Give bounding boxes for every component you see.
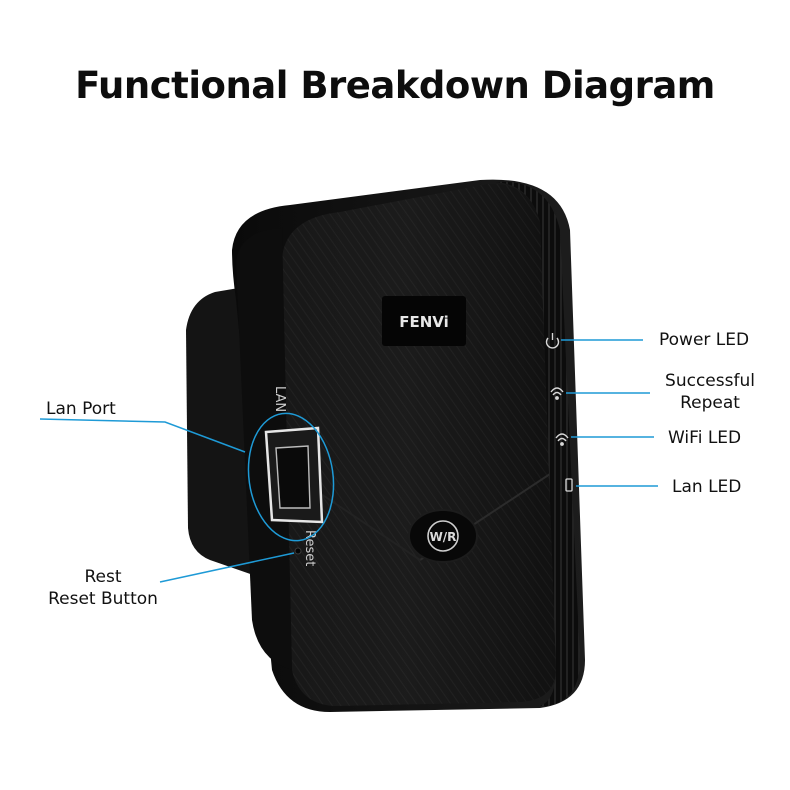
power-led-icon — [545, 333, 560, 349]
page-title: Functional Breakdown Diagram — [75, 64, 715, 107]
successful-repeat-line2: Repeat — [680, 393, 740, 413]
reset-label-line2: Reset Button — [48, 589, 158, 609]
reset-callout-line — [159, 552, 295, 583]
reset-button-label: Rest Reset Button — [36, 566, 170, 610]
wr-button-label: W/R — [430, 530, 457, 544]
wr-button — [408, 509, 478, 563]
wifi-led-icon — [555, 433, 569, 446]
successful-repeat-line1: Successful — [665, 371, 755, 391]
device-left-side — [236, 228, 292, 670]
power-led-label: Power LED — [659, 330, 750, 350]
reset-hole — [294, 547, 302, 555]
successful-repeat-label: Successful Repeat — [654, 370, 766, 414]
lan-side-label: LAN — [272, 386, 287, 412]
reset-side-label: Reset — [302, 530, 317, 566]
lan-port-callout-line — [39, 418, 246, 453]
lan-port-highlight-circle — [247, 412, 335, 542]
brand-plate — [382, 296, 466, 346]
repeat-led-icon — [550, 387, 564, 400]
lan-led-label: Lan LED — [672, 477, 742, 497]
ethernet-port-icon — [264, 426, 324, 524]
callout-lines — [39, 339, 658, 583]
lan-led-icon — [565, 478, 573, 492]
brand-logo: FENVi — [399, 313, 449, 331]
reset-label-line1: Rest — [84, 567, 122, 587]
lan-port-label: Lan Port — [46, 399, 116, 419]
device-ridged-edge — [495, 181, 580, 706]
wifi-led-label: WiFi LED — [668, 428, 742, 448]
